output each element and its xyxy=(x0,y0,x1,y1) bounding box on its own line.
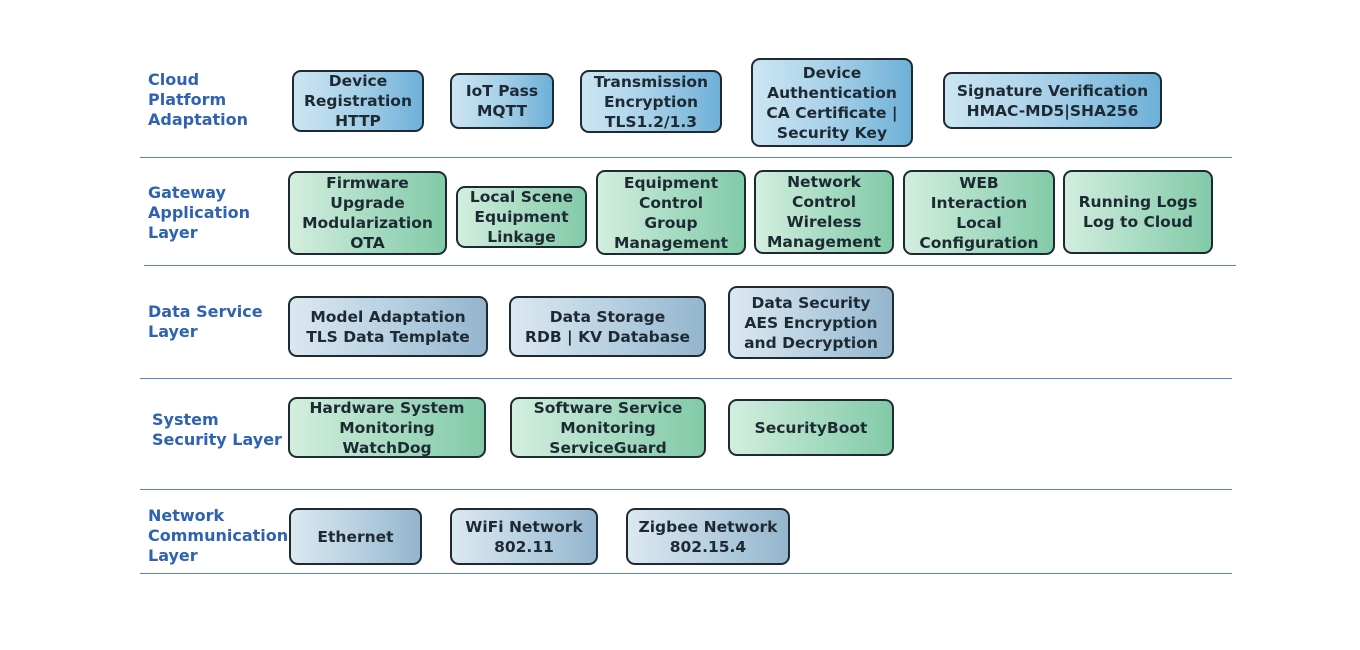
layer-divider xyxy=(140,157,1232,158)
box-device-registration: Device Registration HTTP xyxy=(292,70,424,132)
box-zigbee-network: Zigbee Network 802.15.4 xyxy=(626,508,790,565)
layer-divider xyxy=(140,378,1232,379)
box-equipment-control: Equipment Control Group Management xyxy=(596,170,746,255)
box-security-boot: SecurityBoot xyxy=(728,399,894,456)
layer-divider xyxy=(144,265,1236,266)
box-model-adaptation: Model Adaptation TLS Data Template xyxy=(288,296,488,357)
layer-label-gateway-application: Gateway Application Layer xyxy=(148,183,251,242)
layer-label-network-communication: Network Communication Layer xyxy=(148,506,289,565)
box-network-control: Network Control Wireless Management xyxy=(754,170,894,254)
layer-divider xyxy=(140,489,1232,490)
layer-divider xyxy=(140,573,1232,574)
box-wifi-network: WiFi Network 802.11 xyxy=(450,508,598,565)
box-iot-pass: IoT Pass MQTT xyxy=(450,73,554,129)
box-local-scene: Local Scene Equipment Linkage xyxy=(456,186,587,248)
layer-label-system-security: System Security Layer xyxy=(152,410,282,449)
box-data-storage: Data Storage RDB | KV Database xyxy=(509,296,706,357)
box-software-service-monitoring: Software Service Monitoring ServiceGuard xyxy=(510,397,706,458)
box-firmware-upgrade: Firmware Upgrade Modularization OTA xyxy=(288,171,447,255)
box-running-logs: Running Logs Log to Cloud xyxy=(1063,170,1213,254)
layer-label-data-service: Data Service Layer xyxy=(148,302,263,341)
box-ethernet: Ethernet xyxy=(289,508,422,565)
layer-label-cloud-platform: Cloud Platform Adaptation xyxy=(148,70,249,129)
box-transmission-encryption: Transmission Encryption TLS1.2/1.3 xyxy=(580,70,722,133)
box-signature-verification: Signature Verification HMAC-MD5|SHA256 xyxy=(943,72,1162,129)
box-hardware-system-monitoring: Hardware System Monitoring WatchDog xyxy=(288,397,486,458)
box-web-interaction: WEB Interaction Local Configuration xyxy=(903,170,1055,255)
box-device-authentication: Device Authentication CA Certificate | S… xyxy=(751,58,913,147)
box-data-security: Data Security AES Encryption and Decrypt… xyxy=(728,286,894,359)
